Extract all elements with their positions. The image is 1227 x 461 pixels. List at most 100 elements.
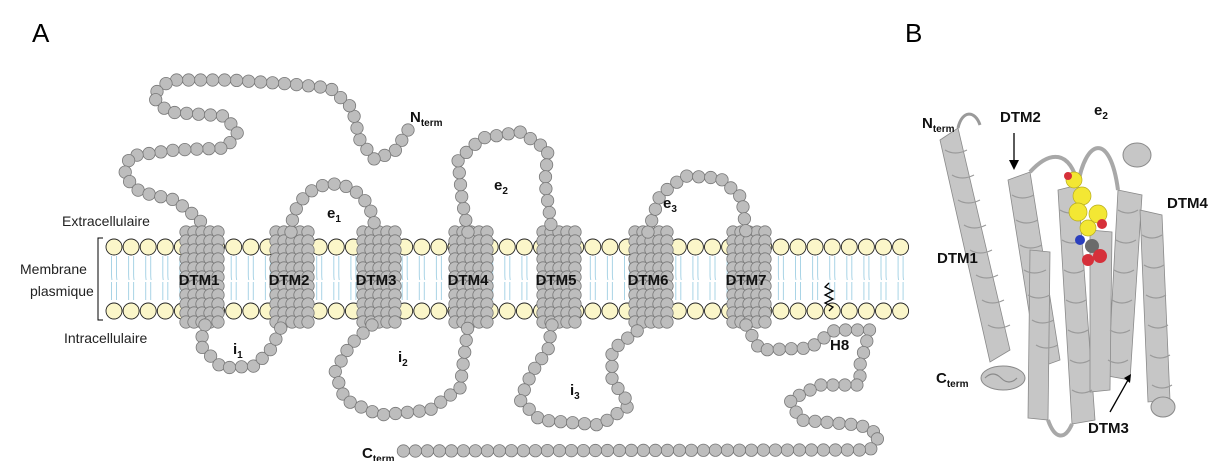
residue-bead: [827, 324, 841, 338]
lipid-tail: [355, 256, 357, 300]
residue-bead: [347, 334, 361, 348]
receptor-ribbon-structure: [939, 112, 1176, 438]
lipid-head: [823, 238, 841, 256]
residue-bead: [826, 378, 840, 392]
residue-bead: [265, 76, 280, 90]
helix-dtm7: [1027, 249, 1051, 421]
residue-bead: [528, 361, 542, 375]
residue-bead: [230, 73, 244, 88]
lipid-tail: [418, 256, 421, 300]
loop-bottom: [1046, 419, 1074, 438]
residue-bead: [733, 189, 747, 203]
residue-bead: [652, 191, 666, 205]
lipid-tail: [145, 256, 147, 300]
residue-bead: [354, 400, 368, 414]
lipid-tail: [350, 256, 352, 300]
residue-bead: [554, 415, 568, 429]
lipid-head: [875, 302, 892, 320]
residue-bead: [180, 106, 194, 120]
residue-bead: [453, 381, 467, 395]
residue-bead: [305, 184, 319, 198]
residue-bead: [672, 443, 687, 457]
residue-bead: [489, 129, 504, 143]
dtm5-label: DTM5: [536, 272, 577, 289]
lipid-tail: [902, 256, 905, 300]
ligand-spheres: [1064, 171, 1108, 266]
residue-bead: [246, 359, 261, 373]
residue-bead: [178, 143, 192, 157]
dtm3-arrow-line: [1109, 379, 1129, 413]
residue-bead: [175, 199, 189, 213]
residue-bead: [131, 183, 145, 197]
residue-bead: [814, 378, 828, 392]
lipid-tail: [406, 256, 409, 300]
residue-bead: [541, 146, 555, 160]
residue-bead: [544, 217, 558, 231]
residue-bead: [203, 108, 218, 122]
lipid-head: [430, 302, 448, 320]
lipid-head: [327, 302, 345, 320]
lipid-tail: [714, 256, 716, 300]
residue-bead: [708, 443, 723, 457]
lipid-tail: [846, 256, 848, 300]
residue-bead: [542, 205, 556, 220]
helix-dtm4-turns: [1107, 209, 1139, 364]
residue-bead: [195, 340, 209, 354]
residue-bead: [696, 443, 711, 457]
residue-bead: [577, 417, 592, 431]
residue-bead: [434, 395, 448, 409]
residue-bead: [360, 142, 374, 156]
lipid-tail: [333, 256, 335, 300]
residue-bead: [149, 93, 163, 107]
residue-bead: [568, 315, 582, 329]
lipid-tail: [526, 256, 528, 300]
residue-bead: [218, 73, 232, 87]
membrane-label-line1: Membrane: [20, 261, 87, 277]
residue-bead: [142, 187, 156, 201]
residue-bead: [480, 315, 494, 329]
residue-bead: [325, 82, 339, 97]
residue-bead: [543, 330, 557, 344]
residue-bead: [166, 143, 180, 157]
lipid-head: [857, 302, 875, 320]
residue-bead: [840, 443, 855, 457]
lipid-tail: [247, 256, 250, 300]
lipid-head: [892, 302, 910, 320]
residue-bead: [870, 432, 885, 446]
residue-bead: [333, 91, 348, 105]
residue-bead: [395, 133, 409, 147]
lipid-head: [789, 302, 807, 320]
residue-bead: [808, 414, 822, 428]
lipid-head: [789, 238, 807, 256]
residue-bead: [540, 443, 555, 458]
lipid-head: [840, 302, 858, 320]
helix-dtm1-turns: [944, 149, 1011, 329]
residue-bead: [364, 204, 378, 218]
residue-bead: [715, 173, 729, 187]
residue-bead: [224, 117, 238, 131]
residue-bead: [552, 443, 567, 458]
residue-bead: [539, 158, 554, 172]
lipid-tail: [435, 256, 438, 300]
residue-bead: [289, 202, 303, 216]
lipid-tail: [777, 256, 780, 300]
residue-bead: [796, 413, 810, 427]
lipid-head: [875, 238, 892, 256]
residue-bead: [211, 315, 225, 329]
residue-bead: [154, 145, 168, 159]
residue-bead: [856, 345, 871, 360]
lipid-tail: [521, 256, 523, 300]
residue-bead: [624, 443, 639, 457]
residue-bead: [327, 177, 341, 191]
lipid-tail: [230, 256, 233, 300]
panel-b-dtm1-label: DTM1: [937, 250, 978, 267]
residue-bead: [459, 213, 473, 227]
residue-bead: [860, 334, 874, 348]
residue-bead: [459, 333, 473, 347]
residue-bead: [724, 181, 738, 195]
residue-bead: [820, 415, 834, 429]
residue-bead: [123, 175, 137, 189]
residue-bead: [339, 179, 353, 193]
lipid-tail: [611, 256, 614, 300]
residue-bead: [480, 444, 494, 458]
